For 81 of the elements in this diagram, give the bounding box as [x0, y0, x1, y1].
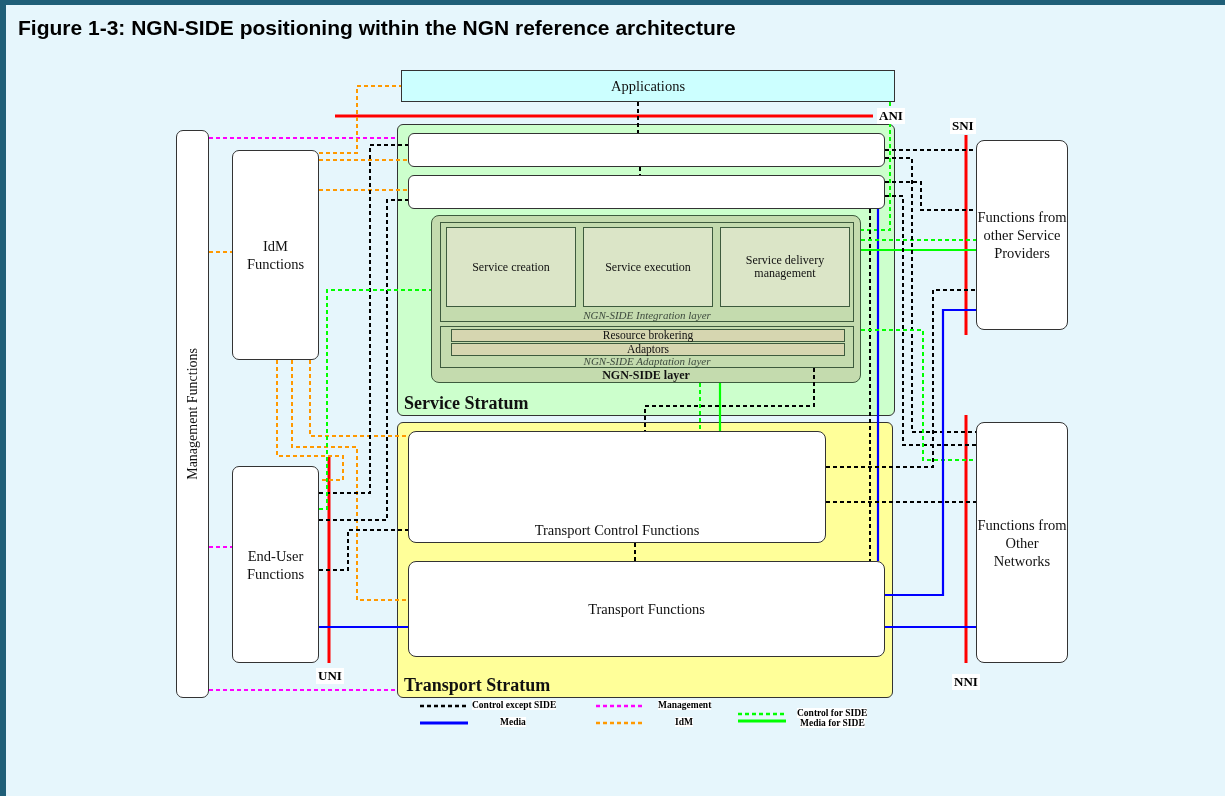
- reference-point-label: NNI: [952, 674, 980, 690]
- connector-line: [860, 101, 891, 231]
- connector-line: [276, 359, 344, 481]
- node-label: Resource brokering: [602, 329, 694, 342]
- connector-line: [318, 159, 409, 161]
- component-bar: [451, 329, 845, 342]
- function-block: [408, 431, 826, 543]
- node-label: NGN-SIDE Integration layer: [583, 309, 711, 321]
- layer-panel: [440, 222, 854, 322]
- stratum-band: [397, 422, 893, 698]
- node-label: End-User Functions: [245, 546, 306, 583]
- node-label: IdM Functions: [245, 237, 306, 273]
- legend-label: Control except SIDE: [472, 700, 557, 710]
- function-block: [176, 130, 209, 698]
- function-block: [232, 150, 319, 360]
- node-label: Management Functions: [183, 348, 201, 480]
- component-bar: [451, 343, 845, 356]
- connector-line: [319, 625, 408, 629]
- connector-line: [876, 209, 880, 561]
- application-box: [401, 70, 895, 102]
- function-block: [408, 175, 885, 209]
- legend-label: Control for SIDE: [797, 708, 868, 718]
- component-box: [583, 227, 713, 307]
- connector-line: [885, 625, 976, 629]
- connector-line: [634, 542, 636, 562]
- node-label: Functions from Other Networks: [977, 515, 1067, 570]
- function-block: [232, 466, 319, 663]
- connector-line: [208, 546, 233, 548]
- component-box: [446, 227, 576, 307]
- connector-line: [825, 289, 977, 468]
- connector-line: [318, 189, 409, 191]
- node-label: Transport Control Functions: [534, 521, 700, 539]
- function-block: [976, 422, 1068, 663]
- node-label: Service delivery management: [744, 254, 826, 280]
- function-block: [408, 561, 885, 657]
- node-label: Functions from other Service Providers: [977, 208, 1067, 262]
- node-label: NGN-SIDE Adaptation layer: [583, 355, 711, 367]
- node-label: Transport Functions: [588, 600, 705, 618]
- stratum-title: Transport Stratum: [404, 675, 551, 695]
- function-block: [408, 133, 885, 167]
- node-label: Adaptors: [626, 343, 670, 356]
- connector-line: [318, 144, 409, 494]
- connector-line: [318, 85, 402, 154]
- connector-line: [884, 157, 977, 433]
- layer-panel: [440, 326, 854, 368]
- connector-line: [318, 199, 409, 521]
- connector-line: [309, 359, 409, 437]
- legend-label: Media: [500, 717, 526, 727]
- connector-line: [718, 383, 722, 431]
- component-box: [720, 227, 850, 307]
- stratum-band: [397, 124, 895, 416]
- connector-line: [639, 166, 641, 176]
- connector-line: [644, 367, 815, 432]
- connector-line: [208, 689, 398, 691]
- node-label: Applications: [610, 77, 686, 95]
- connector-line: [208, 137, 398, 139]
- layer-panel: [431, 215, 861, 383]
- function-block: [976, 140, 1068, 330]
- connector-line: [318, 289, 432, 510]
- reference-point-label: UNI: [316, 668, 344, 684]
- connector-line: [291, 359, 409, 601]
- legend-label: Media for SIDE: [800, 718, 865, 728]
- figure-title: Figure 1-3: NGN-SIDE positioning within the NGN reference architecture: [18, 16, 736, 40]
- connector-line: [884, 195, 977, 446]
- connector-line: [869, 208, 871, 562]
- connector-line: [637, 101, 639, 134]
- legend-label: Management: [658, 700, 712, 710]
- legend-label: IdM: [675, 717, 693, 727]
- connector-line: [885, 308, 976, 597]
- connector-line: [699, 382, 701, 432]
- node-label: Service creation: [472, 260, 550, 274]
- stratum-title: Service Stratum: [404, 393, 529, 413]
- reference-point-label: ANI: [877, 108, 905, 124]
- connector-line: [861, 248, 976, 252]
- connector-line: [208, 251, 233, 253]
- node-label: Service execution: [605, 260, 691, 274]
- connector-line: [860, 239, 977, 241]
- connector-line: [318, 529, 409, 571]
- reference-point-label: SNI: [950, 118, 976, 134]
- connector-line: [825, 501, 977, 503]
- node-label: NGN-SIDE layer: [602, 369, 690, 382]
